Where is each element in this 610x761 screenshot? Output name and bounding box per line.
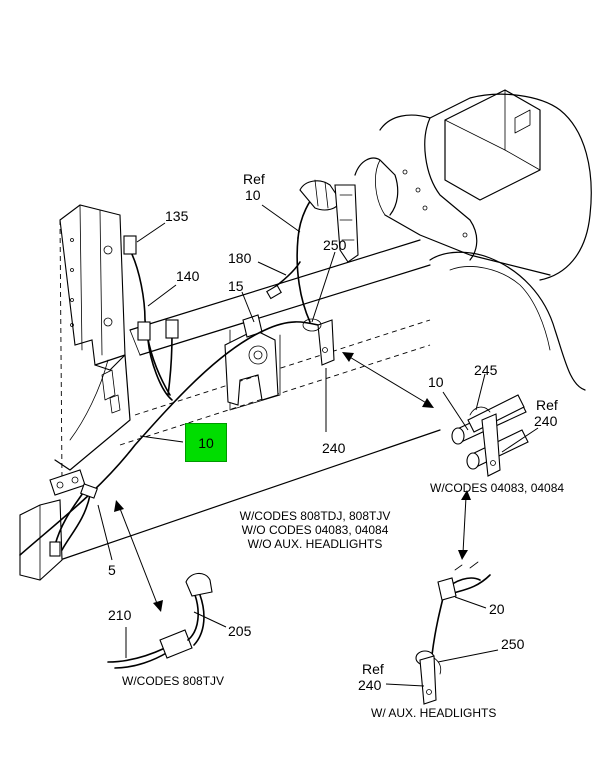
- center-bracket: [224, 314, 279, 406]
- reference-arrows: [114, 352, 471, 612]
- connector-inset-detail: [107, 572, 213, 669]
- clamp-inset-detail: [451, 394, 529, 477]
- callout-210: 210: [108, 607, 132, 623]
- leader-lines: [97, 204, 539, 687]
- caption-center-line3: W/O AUX. HEADLIGHTS: [247, 537, 383, 551]
- callout-250-top: 250: [323, 237, 347, 253]
- left-bracket: [19, 204, 131, 581]
- callout-15: 15: [228, 278, 244, 294]
- vehicle-body-outline: [354, 89, 592, 391]
- callout-ref-240-bottom: 240: [358, 677, 382, 693]
- callout-240-mid: 240: [322, 440, 346, 456]
- callout-250-bottom: 250: [501, 636, 525, 652]
- callout-135: 135: [165, 208, 189, 224]
- callout-ref-label-right: Ref: [536, 397, 558, 413]
- caption-bottom-left: W/CODES 808TJV: [122, 674, 225, 688]
- callout-10-highlighted: 10: [185, 423, 227, 462]
- callout-180: 180: [228, 250, 252, 266]
- bracket-240: [302, 318, 335, 366]
- callout-ref-label: Ref: [243, 171, 265, 187]
- wiring-harness: [19, 189, 319, 556]
- callout-140: 140: [176, 268, 200, 284]
- caption-bottom-right: W/ AUX. HEADLIGHTS: [371, 706, 497, 720]
- callout-20: 20: [489, 601, 505, 617]
- aux-headlight-inset-detail: [415, 561, 491, 705]
- callout-10-right: 10: [428, 374, 444, 390]
- caption-right: W/CODES 04083, 04084: [430, 481, 565, 495]
- callout-ref-240-right: 240: [534, 413, 558, 429]
- callout-ref-10: 10: [245, 187, 261, 203]
- caption-center-line2: W/O CODES 04083, 04084: [241, 523, 389, 537]
- callout-5: 5: [108, 562, 116, 578]
- callout-245: 245: [474, 362, 498, 378]
- connectors: [49, 179, 359, 557]
- caption-center-line1: W/CODES 808TDJ, 808TJV: [239, 509, 391, 523]
- callout-205: 205: [228, 623, 252, 639]
- callout-ref-label-bottom: Ref: [362, 661, 384, 677]
